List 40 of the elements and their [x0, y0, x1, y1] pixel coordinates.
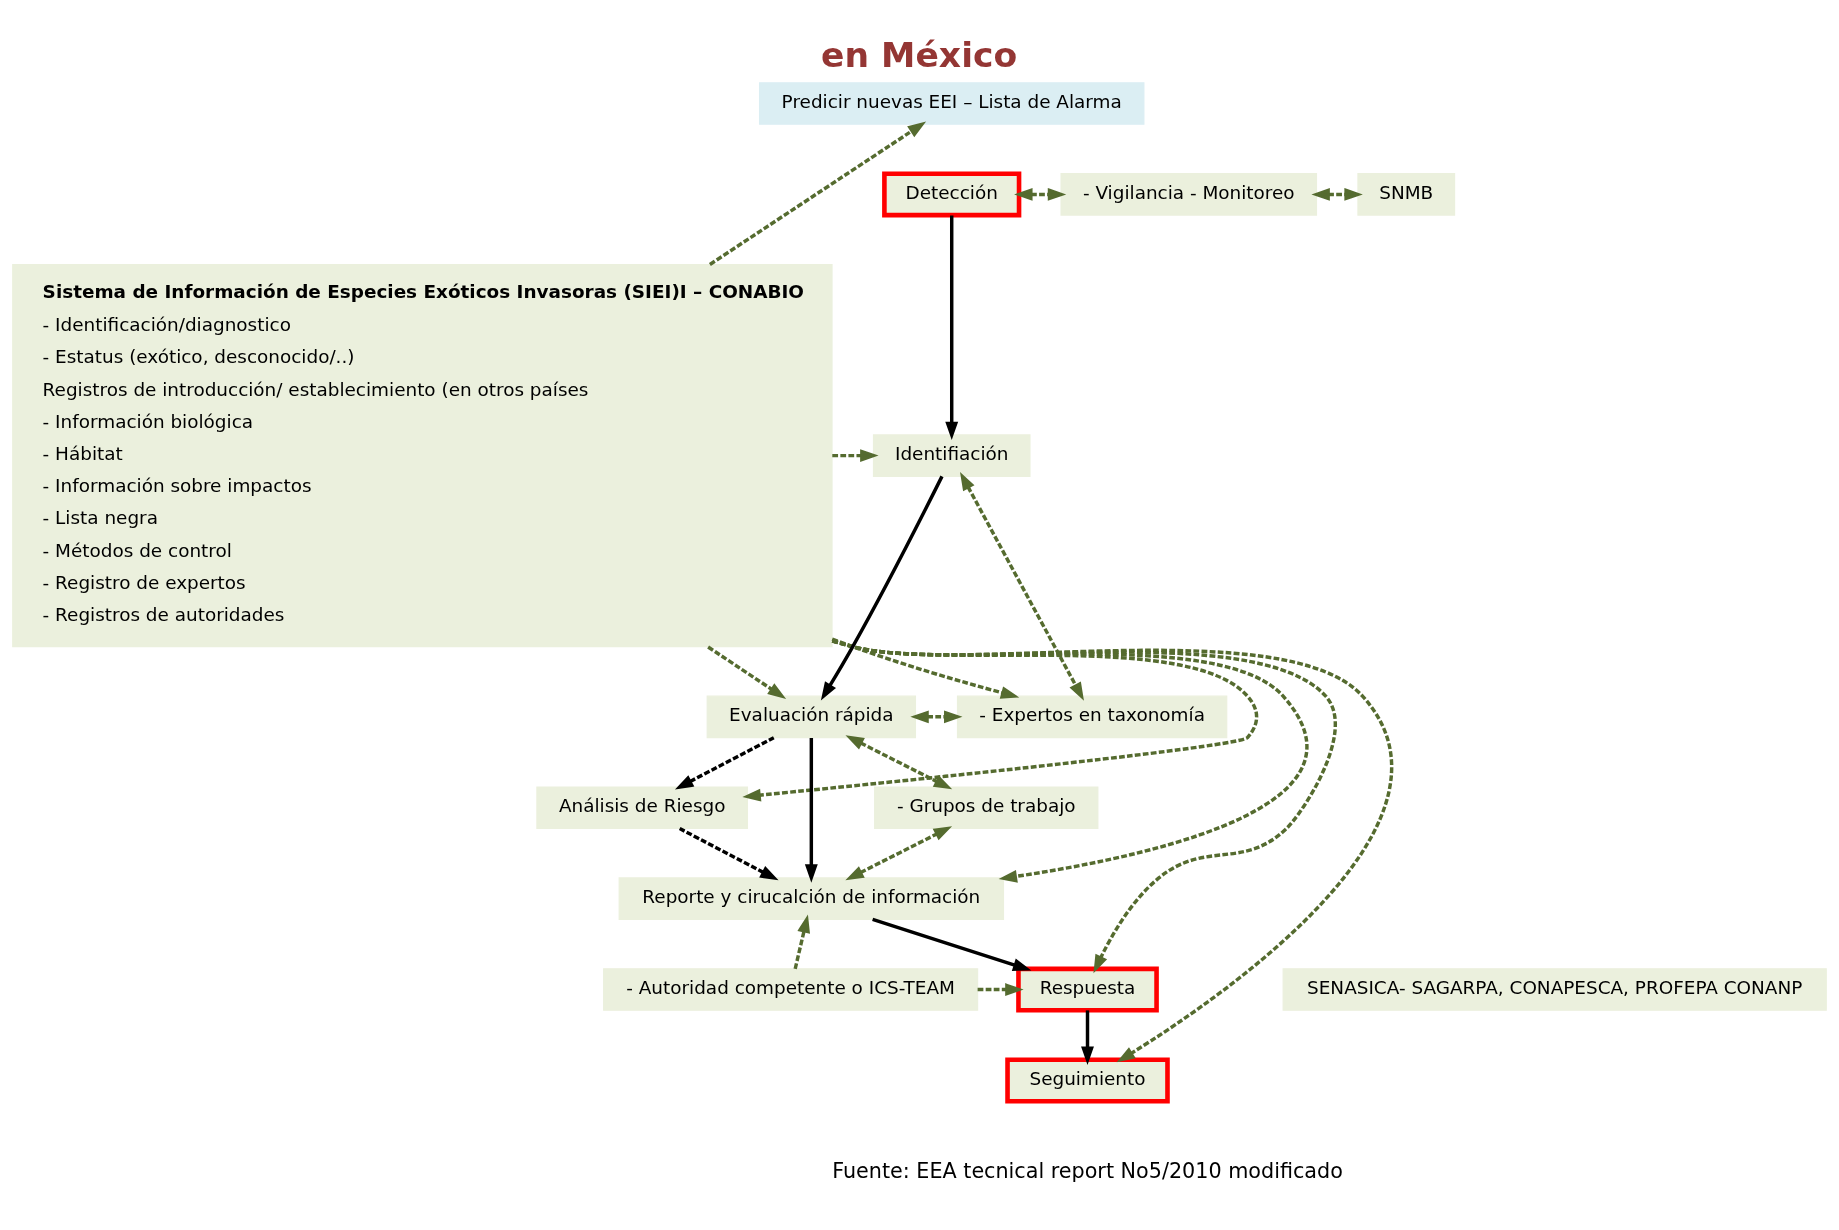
arrow — [832, 449, 879, 463]
caption: Fuente: EEA tecnical report No5/2010 modificado — [832, 1158, 1343, 1183]
arrow — [910, 710, 963, 724]
arrow — [960, 472, 1084, 701]
node-box: Sistema de Información de Especies Exóticos Invasoras (SIEI)I – CONABIO - Identificación/diagnostico - Estatus (exótico, desconocido/..) Registros de introducción/ establecimiento (en otros países - Información biológica - Hábitat - Información sobre impactos - Lista negra - Métodos de control - Registro de expertos - Registros de autoridades — [12, 264, 833, 648]
node-box: Evaluación rápida — [706, 695, 917, 739]
arrow — [977, 983, 1024, 996]
node-box: Identifiación — [872, 434, 1031, 477]
node-box: Predicir nuevas EEI – Lista de Alarma — [758, 82, 1145, 125]
arrow — [1081, 1010, 1094, 1065]
arrow — [831, 639, 1308, 883]
node-box: - Vigilancia - Monitoreo — [1060, 173, 1318, 216]
arrow — [1311, 187, 1363, 201]
arrow — [804, 737, 818, 883]
arrow — [742, 639, 1259, 802]
node-box: Análisis de Riesgo — [536, 786, 749, 830]
arrow — [845, 735, 953, 790]
diagram-title: en México — [821, 34, 1018, 75]
arrow — [1014, 187, 1067, 201]
arrow — [820, 475, 944, 701]
arrow — [707, 645, 787, 699]
arrow — [831, 637, 1020, 699]
arrow — [945, 215, 959, 441]
node-box: Respuesta — [1016, 966, 1159, 1013]
arrow — [708, 121, 927, 266]
arrow — [675, 736, 775, 790]
arrow — [845, 826, 953, 881]
node-box: - Expertos en taxonomía — [956, 695, 1228, 739]
node-box: SENASICA- SAGARPA, CONAPESCA, PROFEPA CONANP — [1282, 968, 1827, 1011]
node-box: - Grupos de trabajo — [874, 786, 1099, 830]
arrow — [678, 827, 779, 881]
arrow — [872, 917, 1032, 971]
node-box: Seguimiento — [1005, 1057, 1170, 1104]
node-box: Detección — [882, 171, 1022, 218]
node-box: SNMB — [1357, 173, 1456, 216]
arrow — [793, 914, 810, 970]
node-box: Reporte y cirucalción de información — [618, 877, 1005, 920]
arrow — [831, 639, 1393, 1063]
arrow — [831, 639, 1337, 974]
node-box: - Autoridad competente o ICS-TEAM — [603, 968, 979, 1011]
